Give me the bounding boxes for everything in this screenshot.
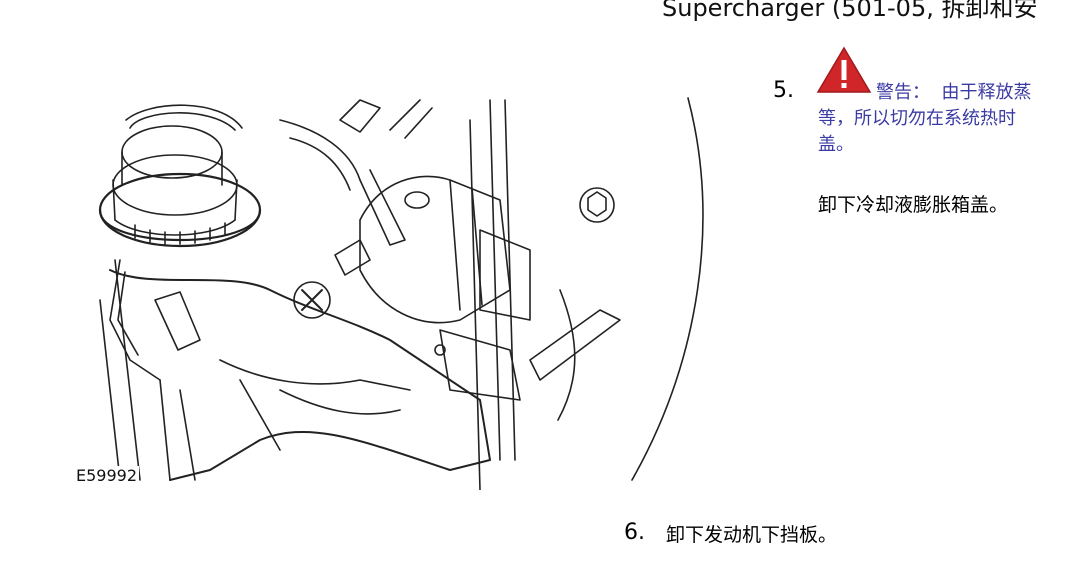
warning-icon [816, 46, 872, 93]
warning-text-line-2: 等，所以切勿在系统热时 [818, 108, 1016, 129]
coolant-expansion-tank-illustration [60, 60, 710, 490]
warning-label: 警告： [876, 82, 930, 103]
bolt-detail [579, 187, 615, 223]
expansion-tank-cap [98, 104, 262, 248]
step-5-instruction: 卸下冷却液膨胀箱盖。 [818, 194, 1009, 216]
warning-block: 警告： 由于释放蒸 等，所以切勿在系统热时 盖。 [818, 80, 1065, 158]
step-number-6: 6. [624, 520, 645, 545]
filler-cross-cap [293, 281, 331, 319]
warning-text-line-1: 由于释放蒸 [941, 82, 1032, 103]
figure-code-label: E59992 [76, 466, 140, 485]
warning-text-line-3: 盖。 [818, 134, 854, 155]
step-number-5: 5. [773, 78, 794, 103]
warning-line-1: 警告： 由于释放蒸 [818, 80, 1065, 106]
page-header-title: Supercharger (501-05, 拆卸和安 [662, 0, 1038, 22]
step-6-instruction: 卸下发动机下挡板。 [666, 524, 838, 546]
